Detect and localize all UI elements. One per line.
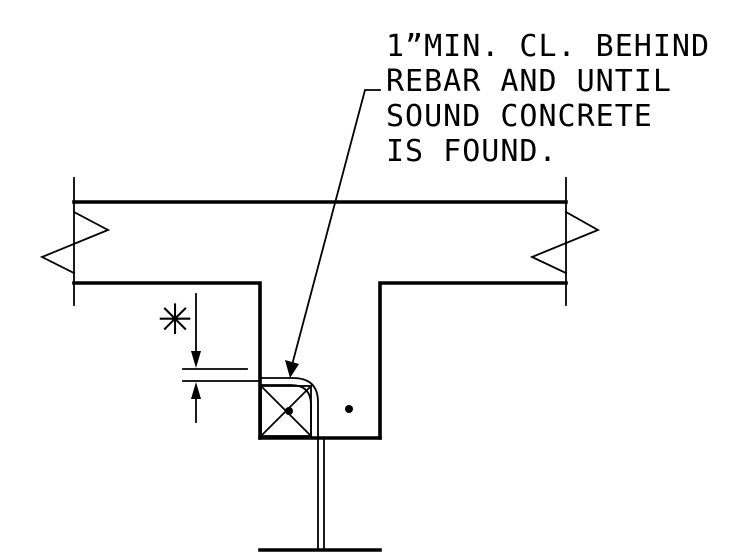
- break-line-left-zigzag: [39, 210, 111, 275]
- slab-bottom-left-to-haunch: [72, 281, 262, 440]
- break-line-right-zigzag: [529, 210, 601, 275]
- note-leader-arrow: [285, 360, 299, 378]
- note-leader-line: [290, 89, 381, 367]
- dimension-asterisk-symbol: ✳: [157, 295, 192, 344]
- rebar-dot-right: [345, 405, 353, 413]
- removal-limit-outer: [259, 377, 319, 437]
- dimension-arrow-down: [191, 351, 201, 368]
- note-line-1: 1”MIN. CL. BEHIND: [386, 29, 710, 64]
- note-line-2: REBAR AND UNTIL: [386, 64, 672, 99]
- note-line-4: IS FOUND.: [386, 134, 558, 169]
- dimension-arrow-up: [191, 382, 201, 399]
- rebar-dot-left: [285, 407, 293, 415]
- patch-hatch-box: [260, 385, 312, 437]
- haunch-right-to-slab-bottom: [378, 281, 568, 440]
- note-line-3: SOUND CONCRETE: [386, 99, 653, 134]
